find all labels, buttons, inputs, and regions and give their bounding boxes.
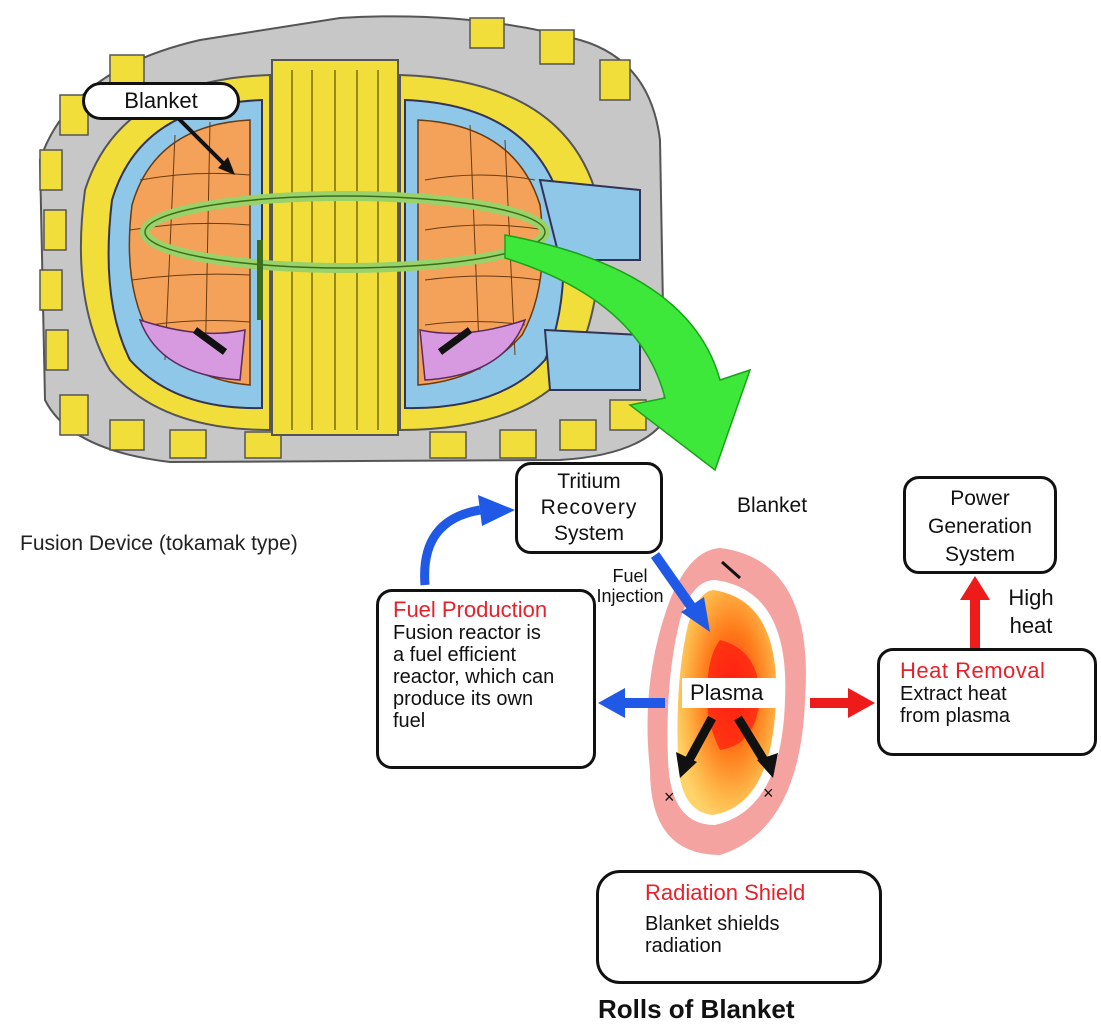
- radiation-shield-line-2: radiation: [645, 935, 879, 957]
- blanket-callout-label: Blanket: [737, 494, 807, 518]
- power-line-2: Generation: [906, 513, 1054, 541]
- blue-curved-arrow: [425, 510, 480, 585]
- fuel-production-line-5: fuel: [393, 710, 593, 732]
- neutron-x-right: ×: [763, 783, 774, 803]
- high-heat-label: High heat: [996, 584, 1066, 640]
- device-caption: Fusion Device (tokamak type): [20, 532, 298, 556]
- radiation-shield-box: Radiation Shield Blanket shields radiati…: [596, 870, 882, 984]
- tritium-line-2: Recovery: [518, 495, 660, 521]
- fuel-production-line-3: reactor, which can: [393, 666, 593, 688]
- power-line-1: Power: [906, 485, 1054, 513]
- high-heat-line-1: High: [996, 584, 1066, 612]
- fuel-production-box: Fuel Production Fusion reactor is a fuel…: [376, 589, 596, 769]
- plasma-label: Plasma: [690, 680, 763, 706]
- blanket-top-label: Blanket: [85, 85, 237, 117]
- tritium-line-3: System: [518, 521, 660, 547]
- radiation-shield-title: Radiation Shield: [645, 881, 879, 905]
- radiation-shield-line-1: Blanket shields: [645, 913, 879, 935]
- high-heat-line-2: heat: [996, 612, 1066, 640]
- power-line-3: System: [906, 541, 1054, 569]
- fuel-production-line-1: Fusion reactor is: [393, 622, 593, 644]
- fuel-production-title: Fuel Production: [393, 598, 593, 622]
- fuel-production-line-4: produce its own: [393, 688, 593, 710]
- bottom-title: Rolls of Blanket: [598, 994, 794, 1025]
- fuel-production-line-2: a fuel efficient: [393, 644, 593, 666]
- heat-removal-line-2: from plasma: [900, 705, 1094, 727]
- heat-removal-title: Heat Removal: [900, 659, 1094, 683]
- tritium-line-1: Tritium: [518, 469, 660, 495]
- neutron-x-left: ×: [664, 787, 675, 807]
- blue-curved-arrowhead: [478, 495, 515, 526]
- tritium-recovery-box: Tritium Recovery System: [515, 462, 663, 554]
- fuel-injection-line-2: Injection: [590, 586, 670, 606]
- heat-removal-line-1: Extract heat: [900, 683, 1094, 705]
- heat-removal-box: Heat Removal Extract heat from plasma: [877, 648, 1097, 756]
- fuel-injection-line-1: Fuel: [590, 566, 670, 586]
- blanket-top-label-box: Blanket: [82, 82, 240, 120]
- power-generation-box: Power Generation System: [903, 476, 1057, 574]
- fuel-injection-label: Fuel Injection: [590, 566, 670, 606]
